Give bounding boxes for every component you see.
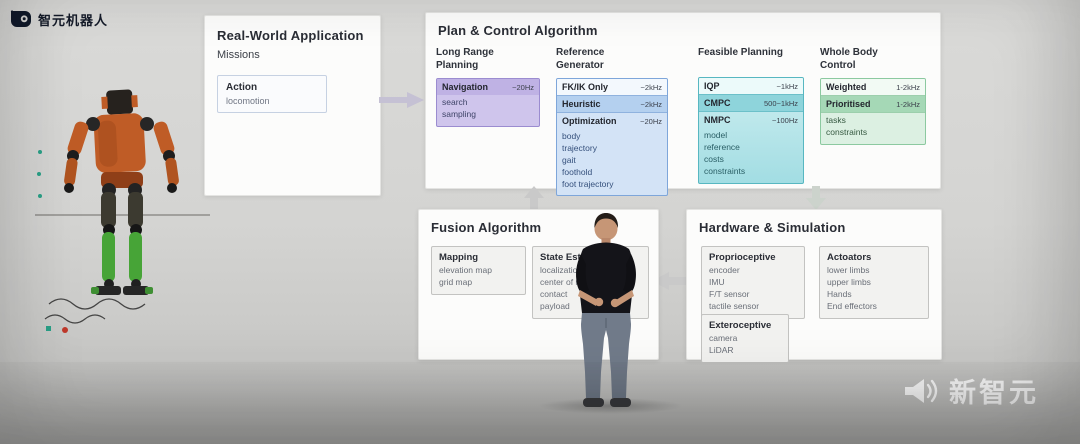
action-label: Action [226, 82, 258, 93]
box-name: Proprioceptive [709, 252, 776, 263]
box-detail: elevation map [439, 265, 492, 275]
feasible-planning-block: IQP ~1kHz CMPC 500~1kHz NMPC ~100Hz mode… [698, 77, 804, 184]
box-detail: contact [540, 288, 568, 299]
panel-hardware-simulation: Hardware & Simulation Proprioceptive enc… [686, 209, 942, 363]
box-detail: LiDAR [709, 344, 734, 355]
presenter [540, 212, 675, 412]
block-detail: foot trajectory [562, 178, 614, 189]
column-reference-generator: Reference Generator FK/IK Only ~2kHz Heu… [556, 47, 674, 197]
exteroceptive-box: Exteroceptive camera LiDAR [701, 314, 789, 363]
box-detail: lower limbs [827, 265, 870, 275]
box-name: State Estimation [540, 252, 615, 263]
actuators-box: Actoators lower limbs upper limbs Hands … [819, 246, 929, 319]
block-detail: body [562, 131, 581, 141]
megaphone-icon [903, 376, 939, 406]
proprioceptive-box: Proprioceptive encoder IMU F/T sensor ta… [701, 246, 805, 319]
box-name: Exteroceptive [709, 320, 772, 331]
block-name: CMPC [704, 98, 731, 108]
action-item: locomotion [226, 96, 270, 106]
block-detail: foothold [562, 166, 593, 177]
block-rate: ~20Hz [512, 83, 534, 92]
box-detail: camera [709, 333, 738, 343]
box-detail: End effectors [827, 300, 877, 311]
block-detail: reference [704, 141, 740, 152]
block-rate: ~1kHz [776, 82, 798, 91]
watermark-text: 新智元 [949, 371, 1039, 410]
flow-arrow-down-icon [806, 186, 826, 210]
block-rate: ~2kHz [640, 100, 662, 109]
agibot-logo: 智元机器人 [10, 9, 108, 29]
box-detail: payload [540, 300, 570, 311]
column-heading: Feasible Planning [698, 47, 784, 58]
robot-head-icon [10, 9, 32, 29]
flow-arrow-up-icon [524, 186, 544, 210]
block-name: NMPC [704, 115, 731, 125]
box-name: Actoators [827, 252, 872, 263]
box-detail: IMU [709, 276, 725, 287]
box-detail: F/T sensor [709, 288, 750, 299]
block-detail: search [442, 97, 468, 107]
action-box: Action locomotion [217, 75, 327, 113]
column-heading: Long Range Planning [436, 47, 494, 71]
block-detail: gait [562, 154, 576, 165]
block-rate: 500~1kHz [764, 99, 798, 108]
plan-control-title: Plan & Control Algorithm [438, 23, 598, 38]
block-detail: model [704, 130, 728, 140]
box-detail: Hands [827, 288, 852, 299]
block-name: Heuristic [562, 99, 601, 109]
mapping-box: Mapping elevation map grid map [431, 246, 526, 295]
fusion-title: Fusion Algorithm [431, 220, 542, 235]
box-name: Mapping [439, 252, 479, 263]
reference-generator-block: FK/IK Only ~2kHz Heuristic ~2kHz Optimiz… [556, 78, 668, 197]
box-detail: upper limbs [827, 276, 871, 287]
block-rate: 1-2kHz [896, 100, 920, 109]
column-whole-body-control: Whole Body Control Weighted 1-2kHz Prior… [820, 47, 932, 145]
block-name: IQP [704, 81, 720, 91]
column-feasible-planning: Feasible Planning IQP ~1kHz CMPC 500~1kH… [698, 47, 810, 184]
block-name: FK/IK Only [562, 82, 609, 92]
block-detail: constraints [704, 165, 746, 176]
block-detail: trajectory [562, 142, 597, 153]
box-detail: grid map [439, 276, 473, 287]
navigation-block: Navigation ~20Hz search sampling [436, 78, 540, 127]
block-name: Optimization [562, 116, 617, 126]
box-detail: center of mass [540, 276, 596, 287]
hardware-title: Hardware & Simulation [699, 220, 846, 235]
block-rate: ~100Hz [771, 116, 798, 125]
stage-floor [0, 362, 1080, 444]
flow-arrow-left-icon [652, 272, 688, 290]
block-detail: constraints [826, 126, 868, 137]
column-heading: Reference Generator [556, 47, 605, 71]
whole-body-control-block: Weighted 1-2kHz Prioritised 1-2kHz tasks… [820, 78, 926, 145]
panel-plan-control-algorithm: Plan & Control Algorithm Long Range Plan… [425, 12, 941, 197]
logo-text: 智元机器人 [38, 12, 109, 28]
box-detail: tactile sensor [709, 300, 760, 311]
flow-arrow-right-icon [379, 91, 425, 109]
column-heading: Whole Body Control [820, 47, 878, 71]
block-name: Navigation [442, 82, 489, 92]
box-detail: encoder [709, 265, 740, 275]
block-detail: costs [704, 153, 724, 164]
watermark: 新智元 [903, 371, 1039, 410]
block-name: Weighted [826, 82, 867, 92]
missions-label: Missions [217, 49, 260, 61]
block-detail: tasks [826, 115, 846, 125]
block-detail: sampling [442, 108, 477, 119]
block-rate: ~2kHz [640, 83, 662, 92]
box-detail: localization [540, 265, 583, 275]
presenter-shadow [538, 398, 683, 414]
block-name: Prioritised [826, 99, 871, 109]
panel-real-world-application: Real-World Application Missions Action l… [204, 15, 381, 196]
column-long-range-planning: Long Range Planning Navigation ~20Hz sea… [436, 47, 548, 127]
real-world-title: Real-World Application [217, 28, 364, 43]
robot-simulation-render [35, 88, 210, 353]
block-rate: ~20Hz [640, 117, 662, 126]
block-rate: 1-2kHz [896, 83, 920, 92]
